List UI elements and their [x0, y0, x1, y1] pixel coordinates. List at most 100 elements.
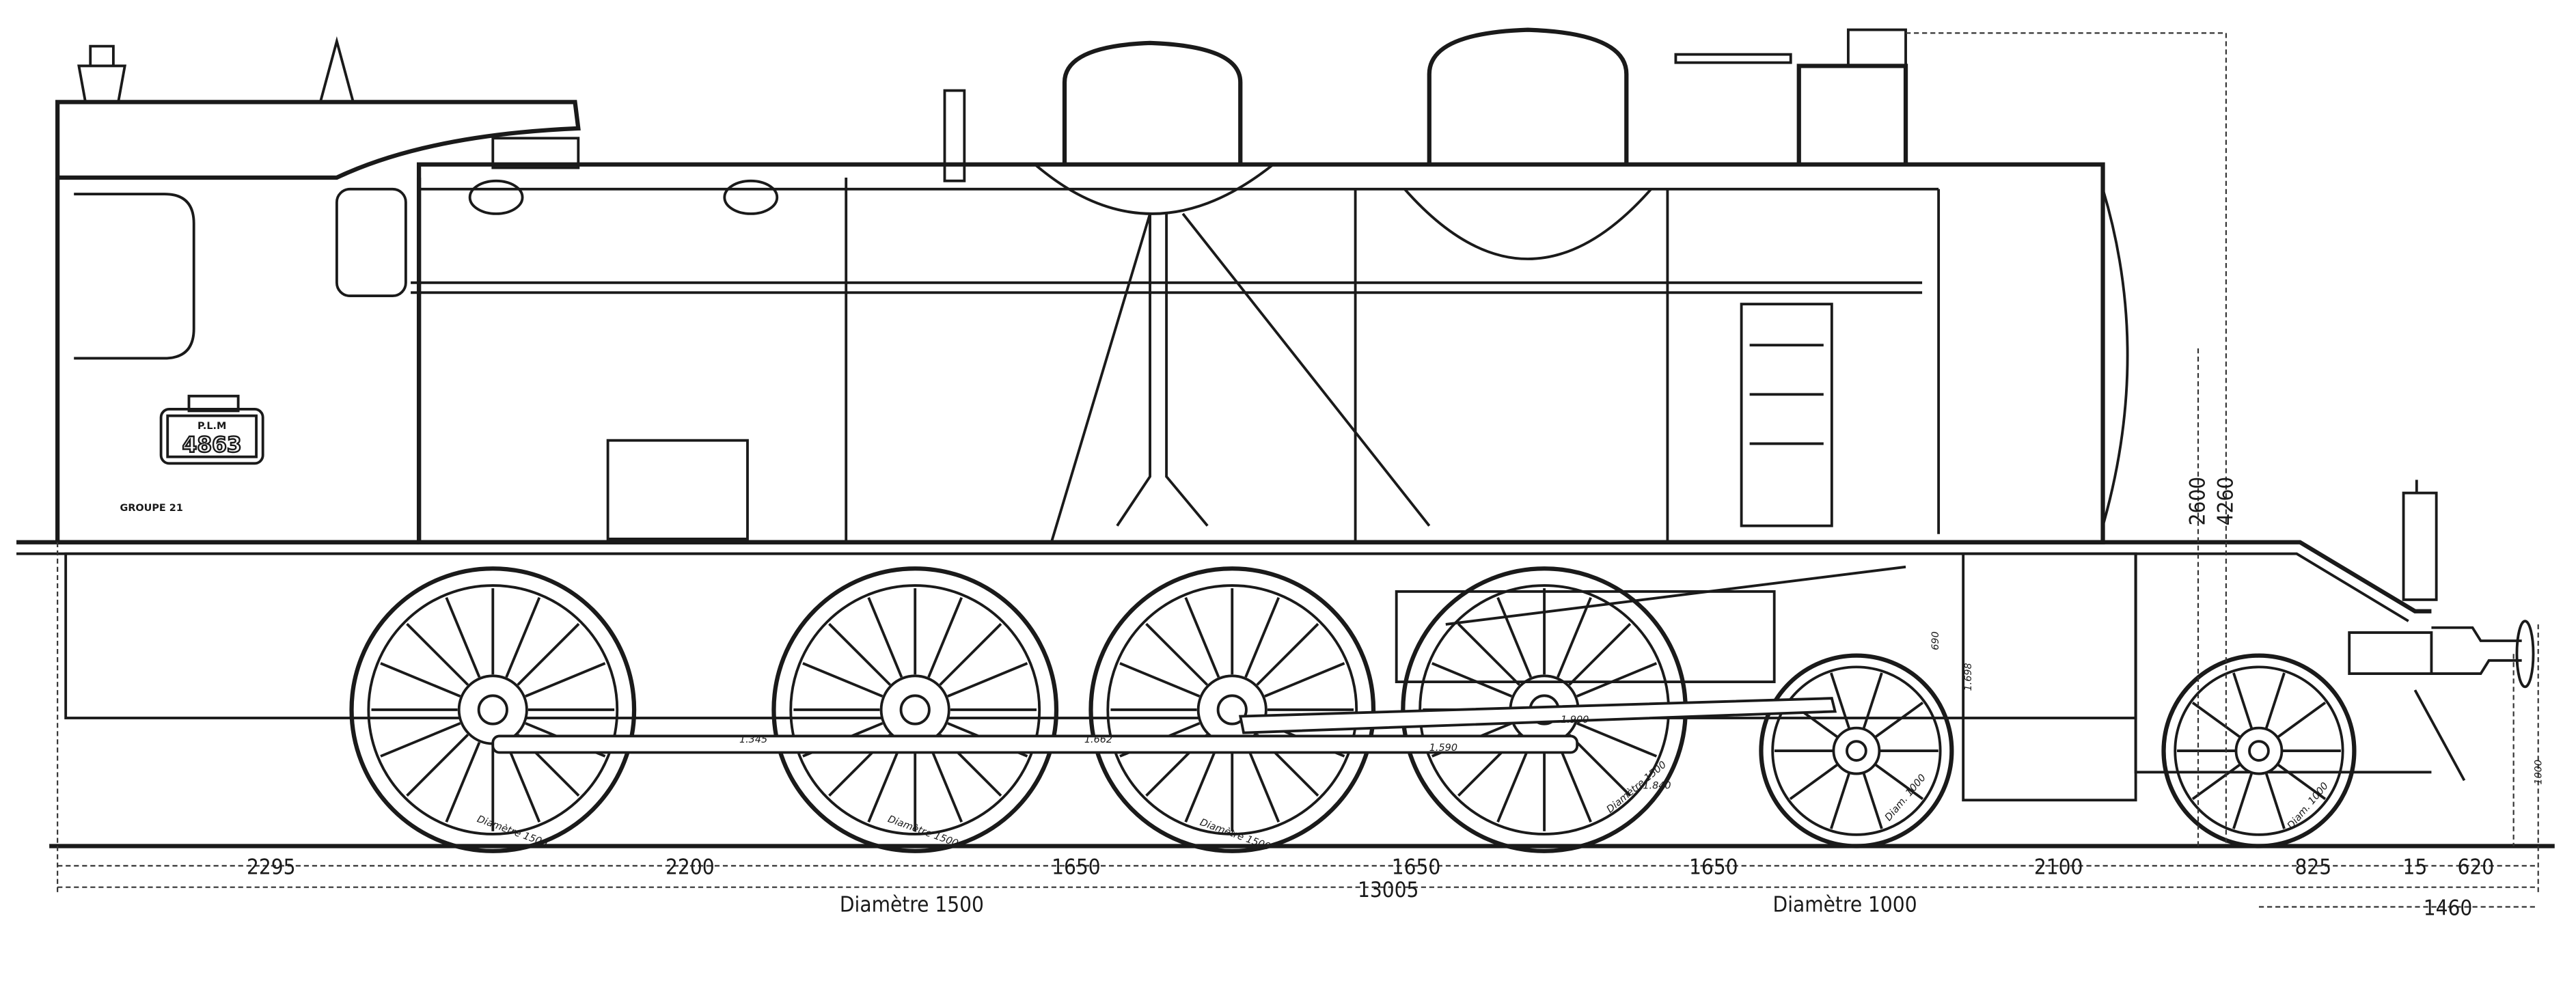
wheel-axle	[899, 694, 931, 726]
boiler	[411, 137, 2129, 544]
wheel-spoke	[2277, 702, 2327, 738]
minor-dim: 1.698	[1963, 663, 1974, 691]
wheel-hub	[1832, 726, 1881, 775]
wheel-hub	[457, 674, 528, 745]
wheel-axle	[477, 694, 508, 726]
dim-label: 15	[2402, 855, 2427, 879]
wheel-spoke	[1557, 742, 1592, 823]
wheel-spoke	[1576, 721, 1658, 758]
wheel-spoke	[867, 742, 903, 823]
wheel-tyre	[349, 566, 637, 853]
wheels	[349, 566, 2357, 853]
wheel-spoke	[380, 721, 461, 758]
dim-label: 2100	[2034, 855, 2083, 879]
plate-company: P.L.M	[197, 421, 226, 432]
coupled-wheel	[349, 566, 637, 853]
wheel-hub	[879, 674, 950, 745]
wheel-spoke	[828, 622, 892, 686]
wheel-tyre	[1088, 566, 1376, 853]
boiler-height-label: 2600	[2186, 477, 2210, 526]
wheel-spoke	[1830, 773, 1850, 829]
wheel-rim	[2174, 665, 2344, 836]
wheel-hub	[2234, 726, 2284, 775]
wheel-spoke	[802, 662, 883, 697]
wheel-spoke	[867, 596, 903, 678]
minor-dim: 690	[1930, 631, 1941, 650]
dim-label: 2295	[247, 855, 296, 879]
dim-label: 1650	[1052, 855, 1101, 879]
wheel-tyre	[771, 566, 1059, 853]
minor-dim: 1.662	[1084, 734, 1112, 745]
coupled-diameter-label: Diamètre 1500	[840, 893, 984, 917]
wheel-spoke	[2277, 764, 2327, 801]
wheel-rim	[1106, 584, 1358, 835]
wheel-spoke	[1568, 622, 1632, 686]
cab: P.L.M 4863 GROUPE 21	[55, 36, 581, 544]
wheel-spoke	[1184, 742, 1220, 823]
dimension-labels: 2295 2200 1650 1650 1650 2100 825 15 620…	[247, 477, 2545, 921]
wheel-spoke	[445, 742, 481, 823]
coupled-wheel	[771, 566, 1059, 853]
dim-label: 1650	[1689, 855, 1738, 879]
wheel-spoke	[927, 742, 963, 823]
minor-dim: 1.900	[1561, 715, 1589, 726]
wheel-spoke	[1874, 702, 1924, 738]
wheel-spoke	[1789, 764, 1838, 801]
wheel-spoke	[1496, 596, 1533, 678]
wheel-spoke	[1830, 672, 1850, 729]
wheel-rim	[367, 584, 619, 835]
minor-dim: 1.590	[1429, 743, 1457, 754]
wheel-spoke	[1568, 734, 1632, 797]
minor-dim: 1.840	[1643, 780, 1671, 791]
wheel-spoke	[1862, 773, 1883, 829]
bogie-diameter-label: Diamètre 1000	[1773, 893, 1917, 917]
buffer-height-label: 1000	[2534, 760, 2545, 785]
wheel-labels: Diamètre 1500 Diamètre 1500 Diamètre 150…	[476, 760, 2331, 853]
wheel-spoke	[445, 596, 481, 678]
wheel-axle	[1846, 740, 1867, 762]
air-pump	[1050, 212, 1833, 543]
wheel-spoke	[1256, 622, 1319, 686]
wheel-spoke	[1184, 596, 1220, 678]
coupling-rods	[491, 565, 1906, 754]
dim-label: 825	[2294, 855, 2331, 879]
wheel-spoke	[2264, 773, 2286, 829]
wheel-spoke	[2191, 702, 2241, 738]
wheel-spoke	[939, 622, 1002, 686]
dim-label: 1650	[1392, 855, 1441, 879]
coupled-wheel	[1088, 566, 1376, 853]
wheel-spoke	[1431, 662, 1513, 697]
bogie-wheel	[1759, 653, 1954, 848]
wheel-tyre	[1759, 653, 1954, 848]
wheel-spoke	[947, 662, 1028, 697]
wheel-spoke	[1264, 662, 1345, 697]
wheel-tyre	[2161, 653, 2357, 848]
wheel-spoke	[1244, 742, 1280, 823]
wheel-label: Diam. 1000	[2286, 781, 2331, 831]
wheel-spoke	[1557, 596, 1592, 678]
wheel-spoke	[1457, 622, 1520, 686]
wheel-spoke	[927, 596, 963, 678]
wheel-axle	[1216, 694, 1248, 726]
wheel-rim	[789, 584, 1041, 835]
dimension-lines	[57, 32, 2539, 908]
wheel-spoke	[1874, 764, 1924, 801]
domes	[943, 27, 1908, 260]
wheel-spoke	[380, 662, 461, 697]
wheel-rim	[1771, 665, 1942, 836]
minor-dim: 1.345	[739, 734, 767, 745]
wheel-spoke	[406, 622, 469, 686]
dim-label: 2200	[666, 855, 715, 879]
dim-label: 620	[2458, 855, 2495, 879]
wheel-spoke	[1496, 742, 1533, 823]
overall-length-label: 13005	[1358, 878, 1419, 902]
wheel-spoke	[2232, 672, 2253, 729]
wheel-spoke	[517, 622, 580, 686]
front-overhang-label: 1460	[2424, 896, 2473, 921]
wheel-spoke	[1862, 672, 1883, 729]
wheel-spoke	[525, 662, 606, 697]
wheel-spoke	[2264, 672, 2286, 729]
wheel-spoke	[1244, 596, 1280, 678]
wheel-spoke	[1576, 662, 1658, 697]
wheel-spoke	[505, 596, 541, 678]
